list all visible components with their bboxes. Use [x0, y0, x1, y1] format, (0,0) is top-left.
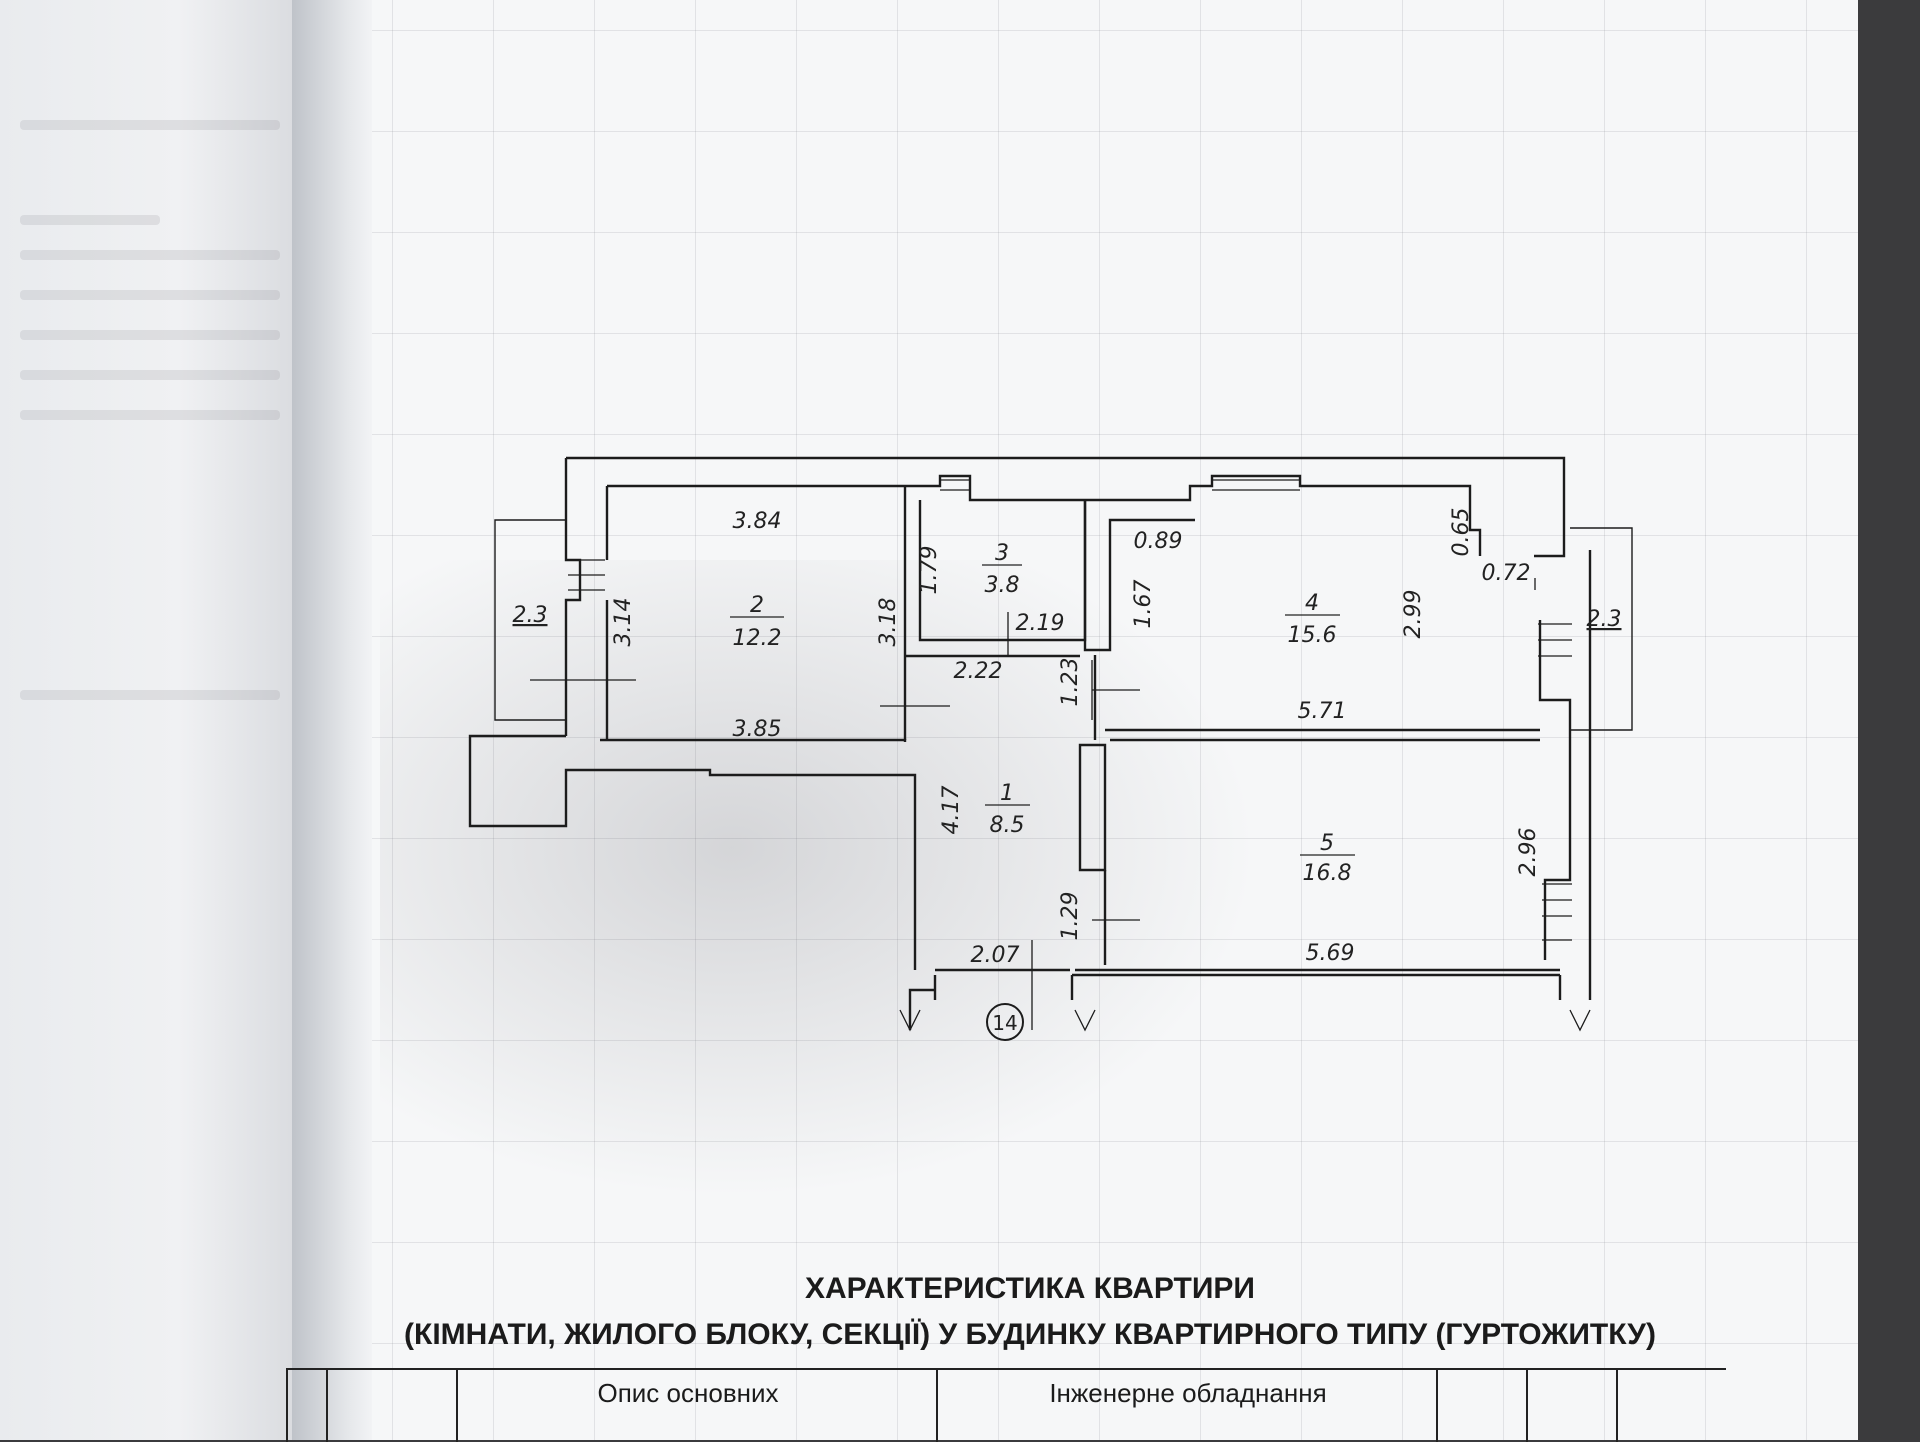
room-2-area: 12.2	[733, 626, 782, 651]
table-col-1	[286, 1370, 328, 1442]
room-3-number: 3	[995, 541, 1009, 566]
balcony-left	[494, 519, 566, 721]
dim-r4-corner-w: 0.72	[1482, 561, 1531, 586]
dim-r2-top: 3.84	[733, 509, 782, 534]
dim-r2-left: 3.14	[611, 598, 636, 647]
axis-circle	[986, 1003, 1024, 1041]
room-4-area: 15.6	[1288, 623, 1337, 648]
axis-marker: 14	[992, 1011, 1017, 1035]
table-col-5	[1436, 1370, 1528, 1442]
dim-r1-bottom: 2.07	[971, 943, 1020, 968]
dim-r2-right: 3.18	[876, 598, 901, 647]
window-right-r4	[1538, 623, 1572, 657]
dim-r1-door-bottom: 1.29	[1058, 892, 1083, 941]
window-left	[568, 559, 605, 591]
window-r4	[1212, 479, 1300, 491]
dim-r5-right: 2.96	[1516, 828, 1541, 877]
room-1-number: 1	[1000, 781, 1014, 806]
door-ticks	[530, 578, 1536, 1030]
room-labels: 2 12.2 3 3.8 1 8.5 4 15.6 5 16.8	[730, 541, 1355, 886]
dim-r1-left: 4.17	[939, 786, 964, 835]
outer-wall-left	[564, 458, 582, 736]
dim-r5-bottom: 5.69	[1306, 941, 1355, 966]
dim-r4-nook-h: 1.67	[1131, 580, 1156, 629]
dim-r1-door-top: 1.23	[1058, 658, 1083, 707]
room-4-walls	[1083, 500, 1540, 742]
col-description-label: Опис основних	[597, 1378, 779, 1408]
outer-wall-top	[566, 456, 1566, 558]
hand-shadow	[380, 560, 1260, 1200]
section-breaks	[899, 1009, 1591, 1032]
dim-r3-bottom: 2.19	[1016, 611, 1065, 636]
room-1-area: 8.5	[990, 813, 1025, 838]
table-col-7	[1616, 1370, 1728, 1442]
left-page	[0, 0, 300, 1440]
col-engineering-label: Інженерне обладнання	[1049, 1378, 1327, 1408]
dim-balcony-right: 2.3	[1587, 607, 1622, 632]
table-title-line-1: ХАРАКТЕРИСТИКА КВАРТИРИ	[804, 1272, 1255, 1305]
window-r3	[940, 479, 970, 491]
room-2-number: 2	[750, 593, 764, 618]
window-right-r5	[1542, 883, 1572, 941]
dim-r2-bottom: 3.85	[733, 717, 782, 742]
dim-r4-right: 2.99	[1401, 590, 1426, 639]
table-col-description: Опис основних	[456, 1370, 918, 1442]
room-3-area: 3.8	[985, 573, 1020, 598]
inner-wall-top	[607, 474, 1482, 556]
plan-sheet	[372, 0, 1858, 1440]
table-col-6	[1526, 1370, 1618, 1442]
plan-walls	[468, 456, 1633, 1030]
table-col-engineering: Інженерне обладнання	[936, 1370, 1438, 1442]
windows	[568, 479, 1572, 941]
wall-bottom-outer	[933, 550, 1592, 1000]
page-spine	[292, 0, 374, 1440]
wall-r2-bottom	[600, 738, 917, 970]
table-title-line-2: (КІМНАТИ, ЖИЛОГО БЛОКУ, СЕКЦІЇ) У БУДИНК…	[404, 1318, 1656, 1351]
dim-r4-corner-h: 0.65	[1449, 508, 1474, 557]
dim-r4-nook-w: 0.89	[1134, 529, 1183, 554]
characteristics-table: Опис основних Інженерне обладнання	[286, 1368, 1726, 1442]
dim-balcony-left: 2.3	[513, 603, 548, 628]
table-col-2	[326, 1370, 408, 1442]
dimension-labels: 3.84 3.85 3.14 3.18 1.79 2.19 2.22 4.17 …	[513, 508, 1622, 968]
room-5-area: 16.8	[1303, 861, 1352, 886]
dim-r1-top: 2.22	[954, 659, 1003, 684]
wall-r5-right	[1538, 620, 1572, 960]
door-marks	[530, 578, 1591, 1032]
room-5-number: 5	[1320, 831, 1334, 856]
door-block-r5	[1078, 743, 1107, 872]
stair-block	[468, 734, 600, 828]
room-4-number: 4	[1305, 591, 1319, 616]
balcony-right	[1570, 527, 1633, 731]
wall-bottom-edge	[908, 973, 1560, 1030]
dim-r4-bottom: 5.71	[1298, 699, 1347, 724]
dim-r3-left: 1.79	[917, 546, 942, 595]
